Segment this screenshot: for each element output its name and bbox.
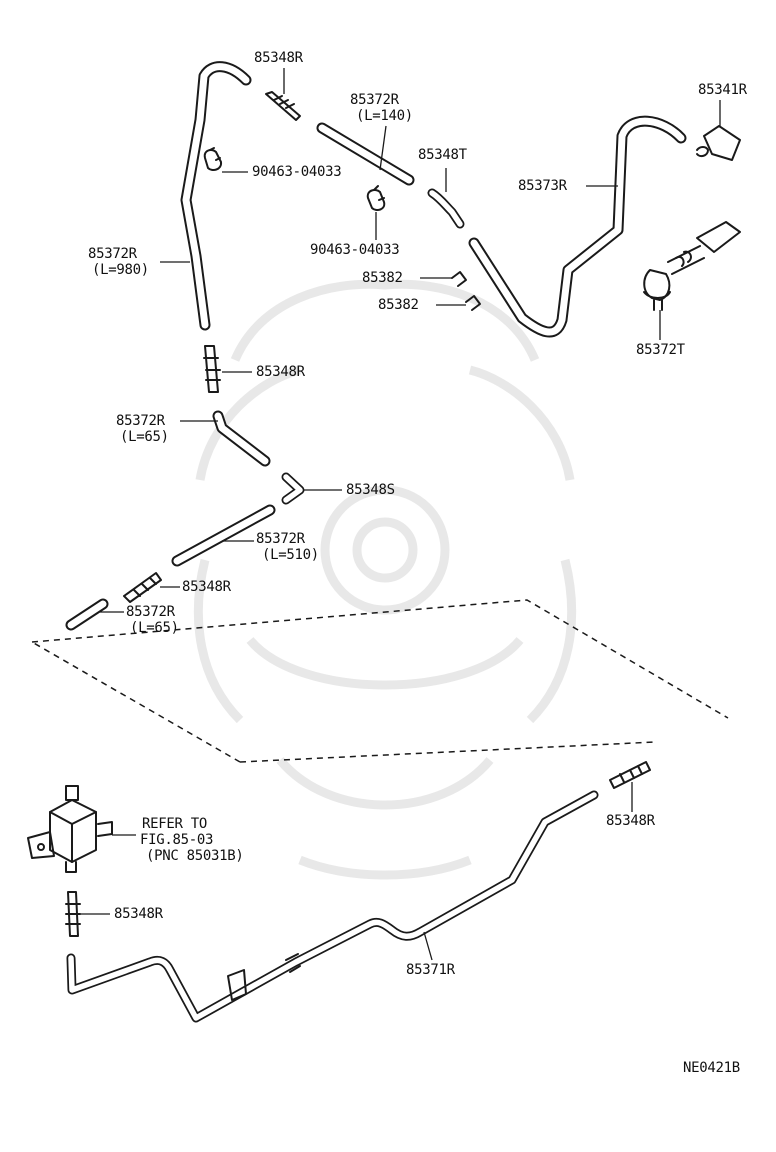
clamp-85341R [696, 125, 741, 161]
label-85382-b: 85382 [378, 297, 419, 313]
connector-85348T [427, 188, 465, 229]
hose-85372R-65-lower [65, 598, 109, 631]
connector-85348R-right [609, 761, 651, 789]
clip-90463-lower [366, 185, 386, 211]
label-85348R-right: 85348R [606, 813, 655, 829]
hose-85372R-510 [171, 504, 276, 567]
hose-85373R [468, 115, 687, 338]
label-85372R-140-length: (L=140) [356, 108, 413, 124]
tube-85371R [66, 790, 599, 1023]
label-refer-line1: REFER TO [142, 816, 208, 832]
hose-85372R-140 [316, 122, 415, 186]
connector-85348R-lower [65, 891, 81, 937]
watermark-emblem [193, 279, 577, 880]
label-85372R-980: 85372R [88, 246, 137, 262]
clip-90463-upper [203, 147, 223, 171]
dashed-boundary [31, 599, 729, 763]
fitting-85372T [643, 221, 741, 311]
label-85372R-980-length: (L=980) [92, 262, 149, 278]
label-85373R: 85373R [518, 178, 567, 194]
label-85372R-65-lower-length: (L=65) [130, 620, 179, 636]
clip-85382-b [465, 295, 481, 311]
label-85372R-65-lower: 85372R [126, 604, 175, 620]
connector-85348R-mid [203, 345, 221, 393]
label-refer-line2: FIG.85-03 [140, 832, 214, 848]
hose-85372R-65-upper [212, 410, 271, 467]
label-85372R-510-length: (L=510) [262, 547, 319, 563]
valve-85031B [27, 785, 113, 873]
label-85372R-140: 85372R [350, 92, 399, 108]
label-85348S: 85348S [346, 482, 395, 498]
hose-85372R-980 [180, 61, 252, 331]
connector-85348R-top [265, 91, 301, 121]
connector-85348R-small [123, 572, 162, 603]
clip-85382-a [451, 271, 467, 287]
label-85372R-65-upper-length: (L=65) [120, 429, 169, 445]
label-85371R: 85371R [406, 962, 455, 978]
label-90463-lower: 90463-04033 [310, 242, 400, 258]
label-85348R-lower: 85348R [114, 906, 163, 922]
label-85341R: 85341R [698, 82, 747, 98]
label-85348R-small: 85348R [182, 579, 231, 595]
label-85348R-mid: 85348R [256, 364, 305, 380]
label-90463-upper: 90463-04033 [252, 164, 342, 180]
label-refer-line3: (PNC 85031B) [146, 848, 244, 864]
label-85348R-top: 85348R [254, 50, 303, 66]
leader-lines [80, 68, 721, 961]
label-85348T: 85348T [418, 147, 467, 163]
label-85382-a: 85382 [362, 270, 403, 286]
label-85372R-510: 85372R [256, 531, 305, 547]
label-85372T: 85372T [636, 342, 685, 358]
diagram-code: NE0421B [683, 1060, 740, 1076]
label-85372R-65-upper: 85372R [116, 413, 165, 429]
connector-85348S [281, 472, 305, 505]
